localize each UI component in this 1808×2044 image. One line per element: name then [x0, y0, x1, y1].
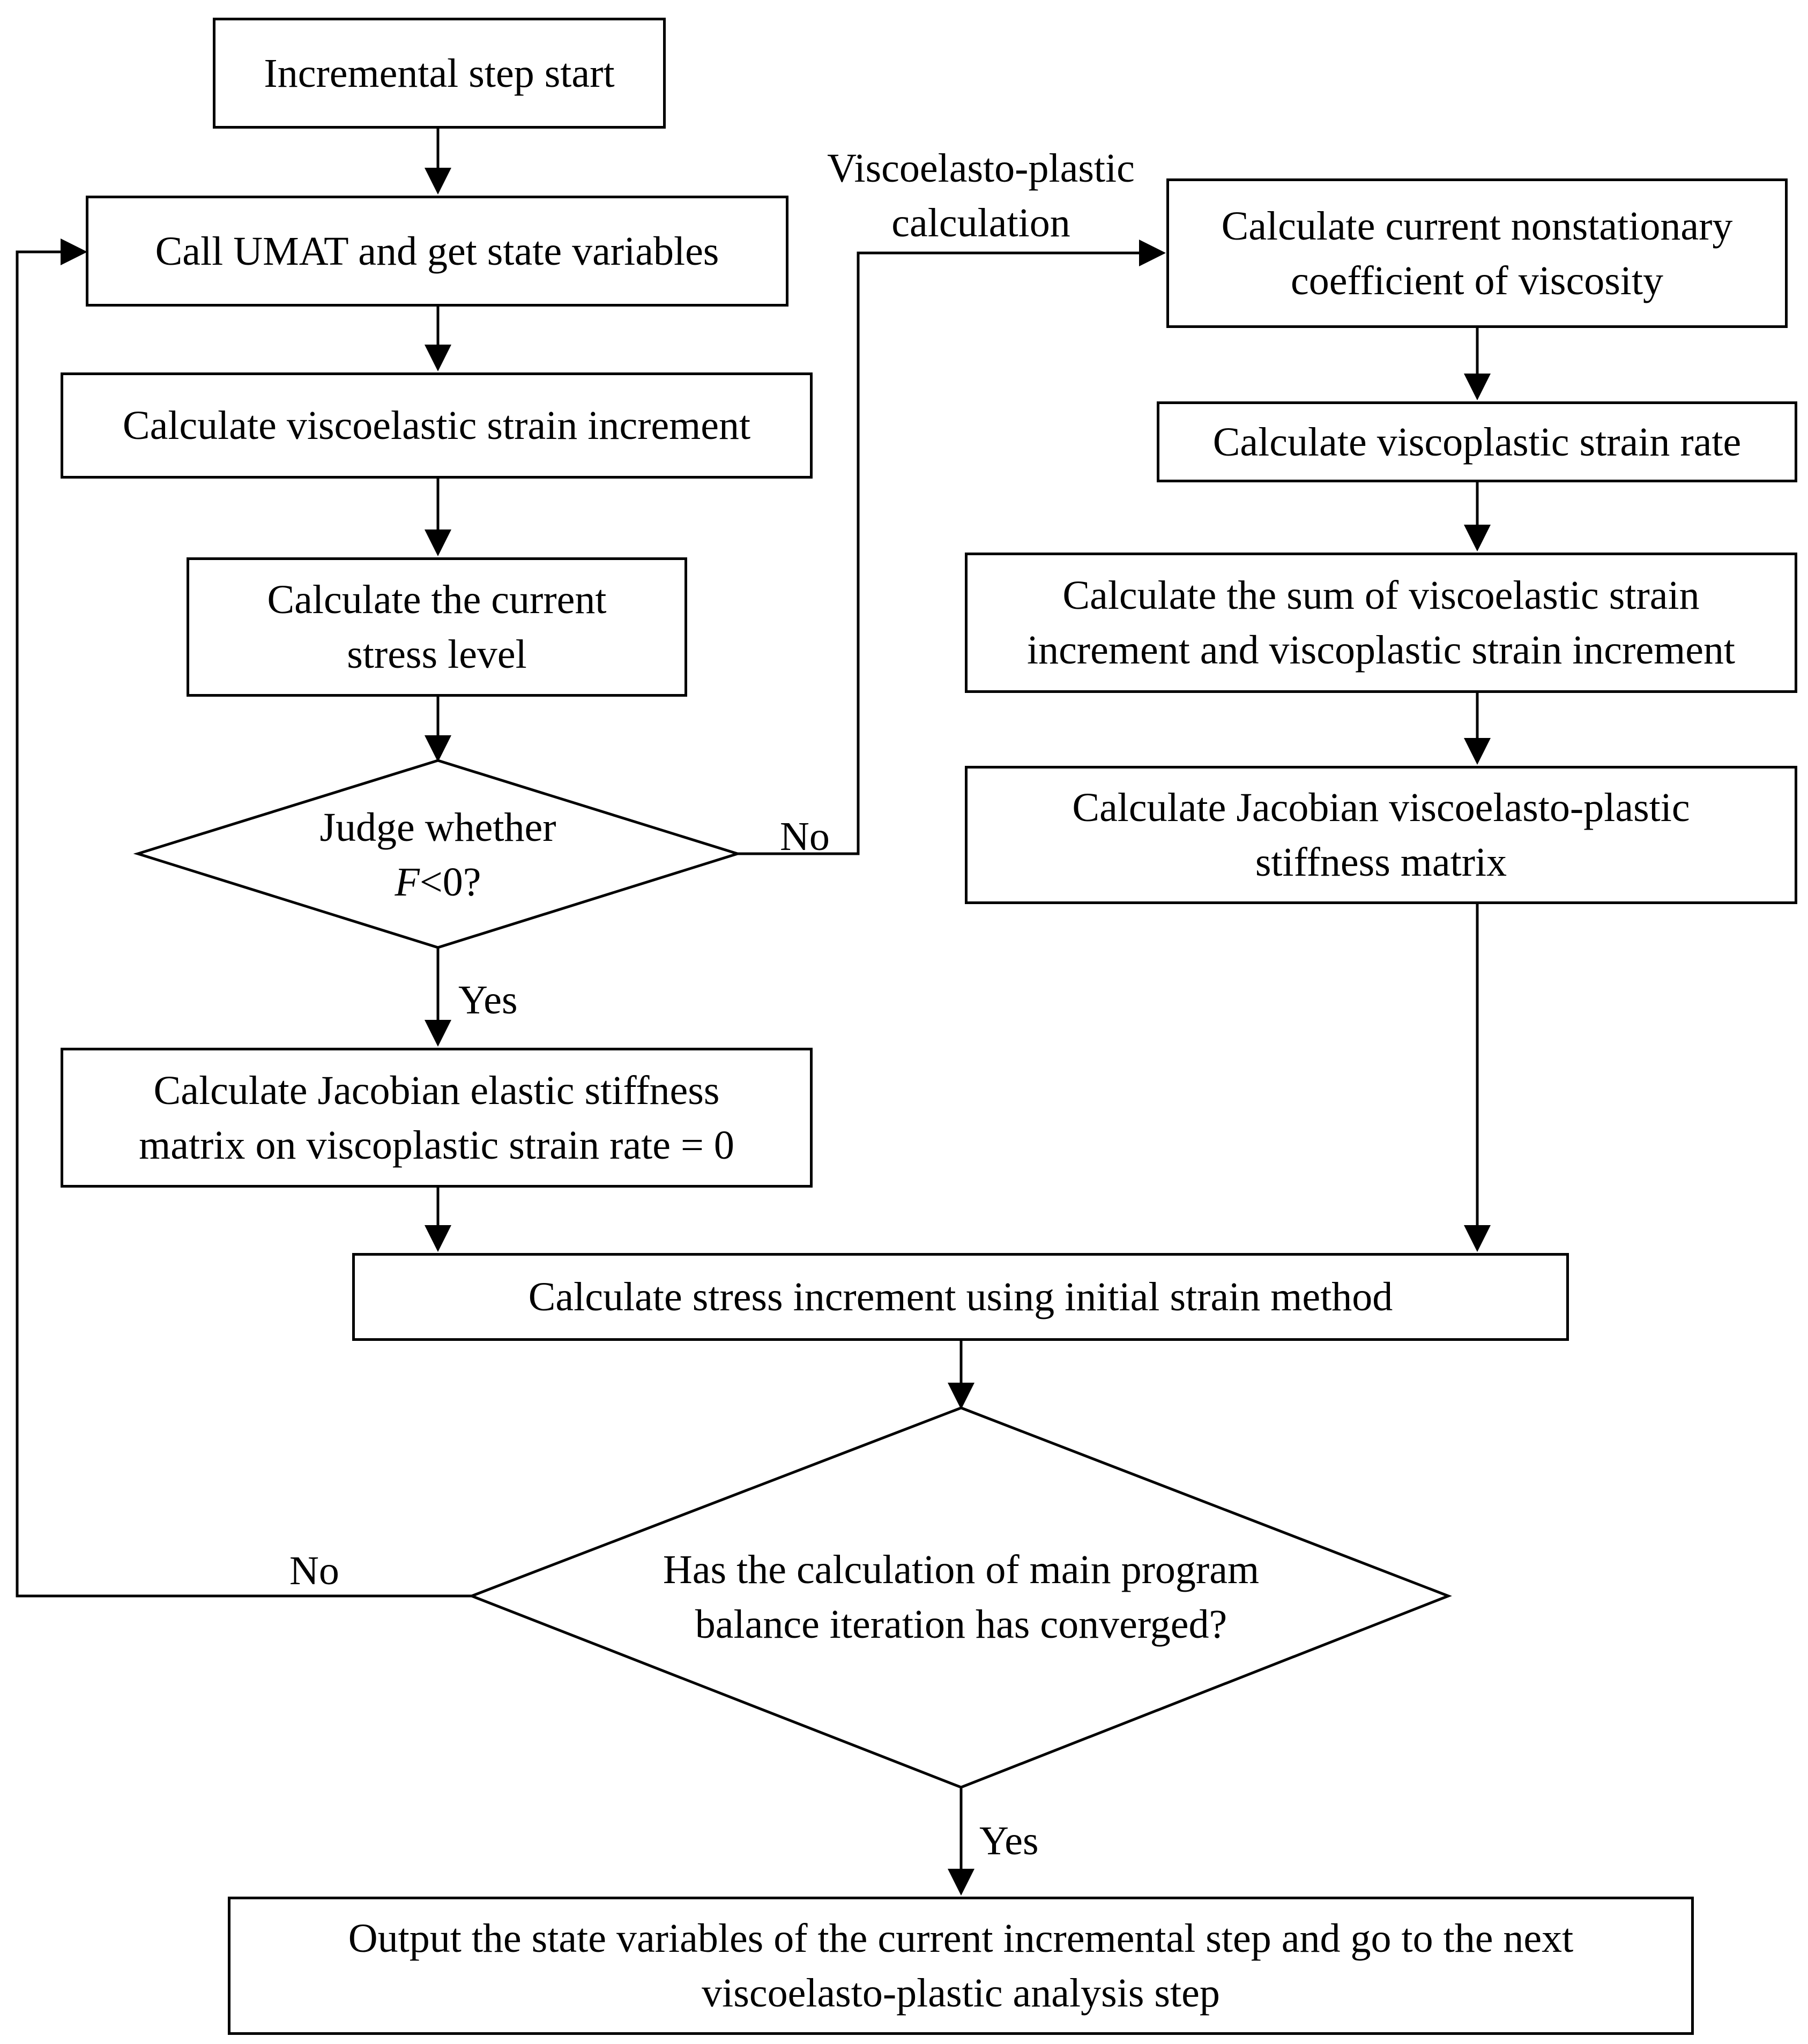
jacobian-vp-box: Calculate Jacobian viscoelasto-plastic s… [965, 766, 1797, 904]
output-line2: viscoelasto-plastic analysis step [702, 1971, 1220, 2016]
call-umat-text: Call UMAT and get state variables [155, 228, 719, 274]
converged-no-label: No [289, 1548, 339, 1593]
converged-line2: balance iteration has converged? [695, 1602, 1227, 1647]
converged-yes-label: Yes [979, 1818, 1039, 1863]
judge-line2: F<0? [395, 855, 481, 909]
viscosity-coeff-line1: Calculate current nonstationary [1221, 203, 1733, 249]
judge-diamond-shape [133, 759, 742, 949]
judge-no-label: No [780, 814, 830, 859]
judge-yes-label: Yes [458, 978, 518, 1023]
vp-calc-line2: calculation [891, 200, 1070, 245]
jacobian-vp-line1: Calculate Jacobian viscoelasto-plastic [1072, 785, 1690, 830]
stress-level-box: Calculate the current stress level [187, 557, 687, 697]
start-box: Incremental step start [213, 18, 666, 129]
arrow-judge-no [738, 240, 1166, 855]
converged-diamond-shape [468, 1406, 1452, 1789]
judge-line1: Judge whether [319, 805, 556, 850]
call-umat-box: Call UMAT and get state variables [86, 196, 788, 307]
start-text: Incremental step start [264, 50, 615, 96]
output-box: Output the state variables of the curren… [228, 1897, 1694, 2035]
stress-level-line2: stress level [347, 632, 527, 677]
sum-increments-box: Calculate the sum of viscoelastic strain… [965, 553, 1797, 693]
stress-increment-text: Calculate stress increment using initial… [528, 1274, 1393, 1319]
vp-calc-label: Viscoelasto-plastic calculation [788, 141, 1174, 250]
viscoplastic-rate-box: Calculate viscoplastic strain rate [1157, 401, 1797, 482]
sum-increments-line1: Calculate the sum of viscoelastic strain [1062, 573, 1700, 618]
judge-variable: F [395, 860, 420, 905]
judge-condition: <0? [419, 860, 481, 905]
viscoelastic-increment-text: Calculate viscoelastic strain increment [122, 403, 751, 448]
viscosity-coeff-box: Calculate current nonstationary coeffici… [1166, 178, 1788, 328]
judge-diamond: Judge whether F<0? [224, 788, 652, 922]
jacobian-elastic-line1: Calculate Jacobian elastic stiffness [153, 1068, 720, 1113]
jacobian-elastic-line2: matrix on viscoplastic strain rate = 0 [139, 1122, 734, 1168]
converged-line1: Has the calculation of main program [663, 1547, 1260, 1592]
viscosity-coeff-line2: coefficient of viscosity [1290, 258, 1664, 303]
viscoplastic-rate-text: Calculate viscoplastic strain rate [1212, 419, 1742, 465]
stress-level-line1: Calculate the current [267, 577, 607, 622]
converged-diamond: Has the calculation of main program bala… [586, 1538, 1336, 1656]
sum-increments-line2: increment and viscoplastic strain increm… [1026, 628, 1736, 673]
vp-calc-line1: Viscoelasto-plastic [827, 146, 1135, 191]
arrow-converged-no-loop [16, 238, 472, 1598]
jacobian-elastic-box: Calculate Jacobian elastic stiffness mat… [61, 1048, 813, 1188]
viscoelastic-increment-box: Calculate viscoelastic strain increment [61, 372, 813, 479]
stress-increment-box: Calculate stress increment using initial… [352, 1253, 1569, 1341]
jacobian-vp-line2: stiffness matrix [1255, 840, 1507, 885]
output-line1: Output the state variables of the curren… [348, 1916, 1574, 1961]
